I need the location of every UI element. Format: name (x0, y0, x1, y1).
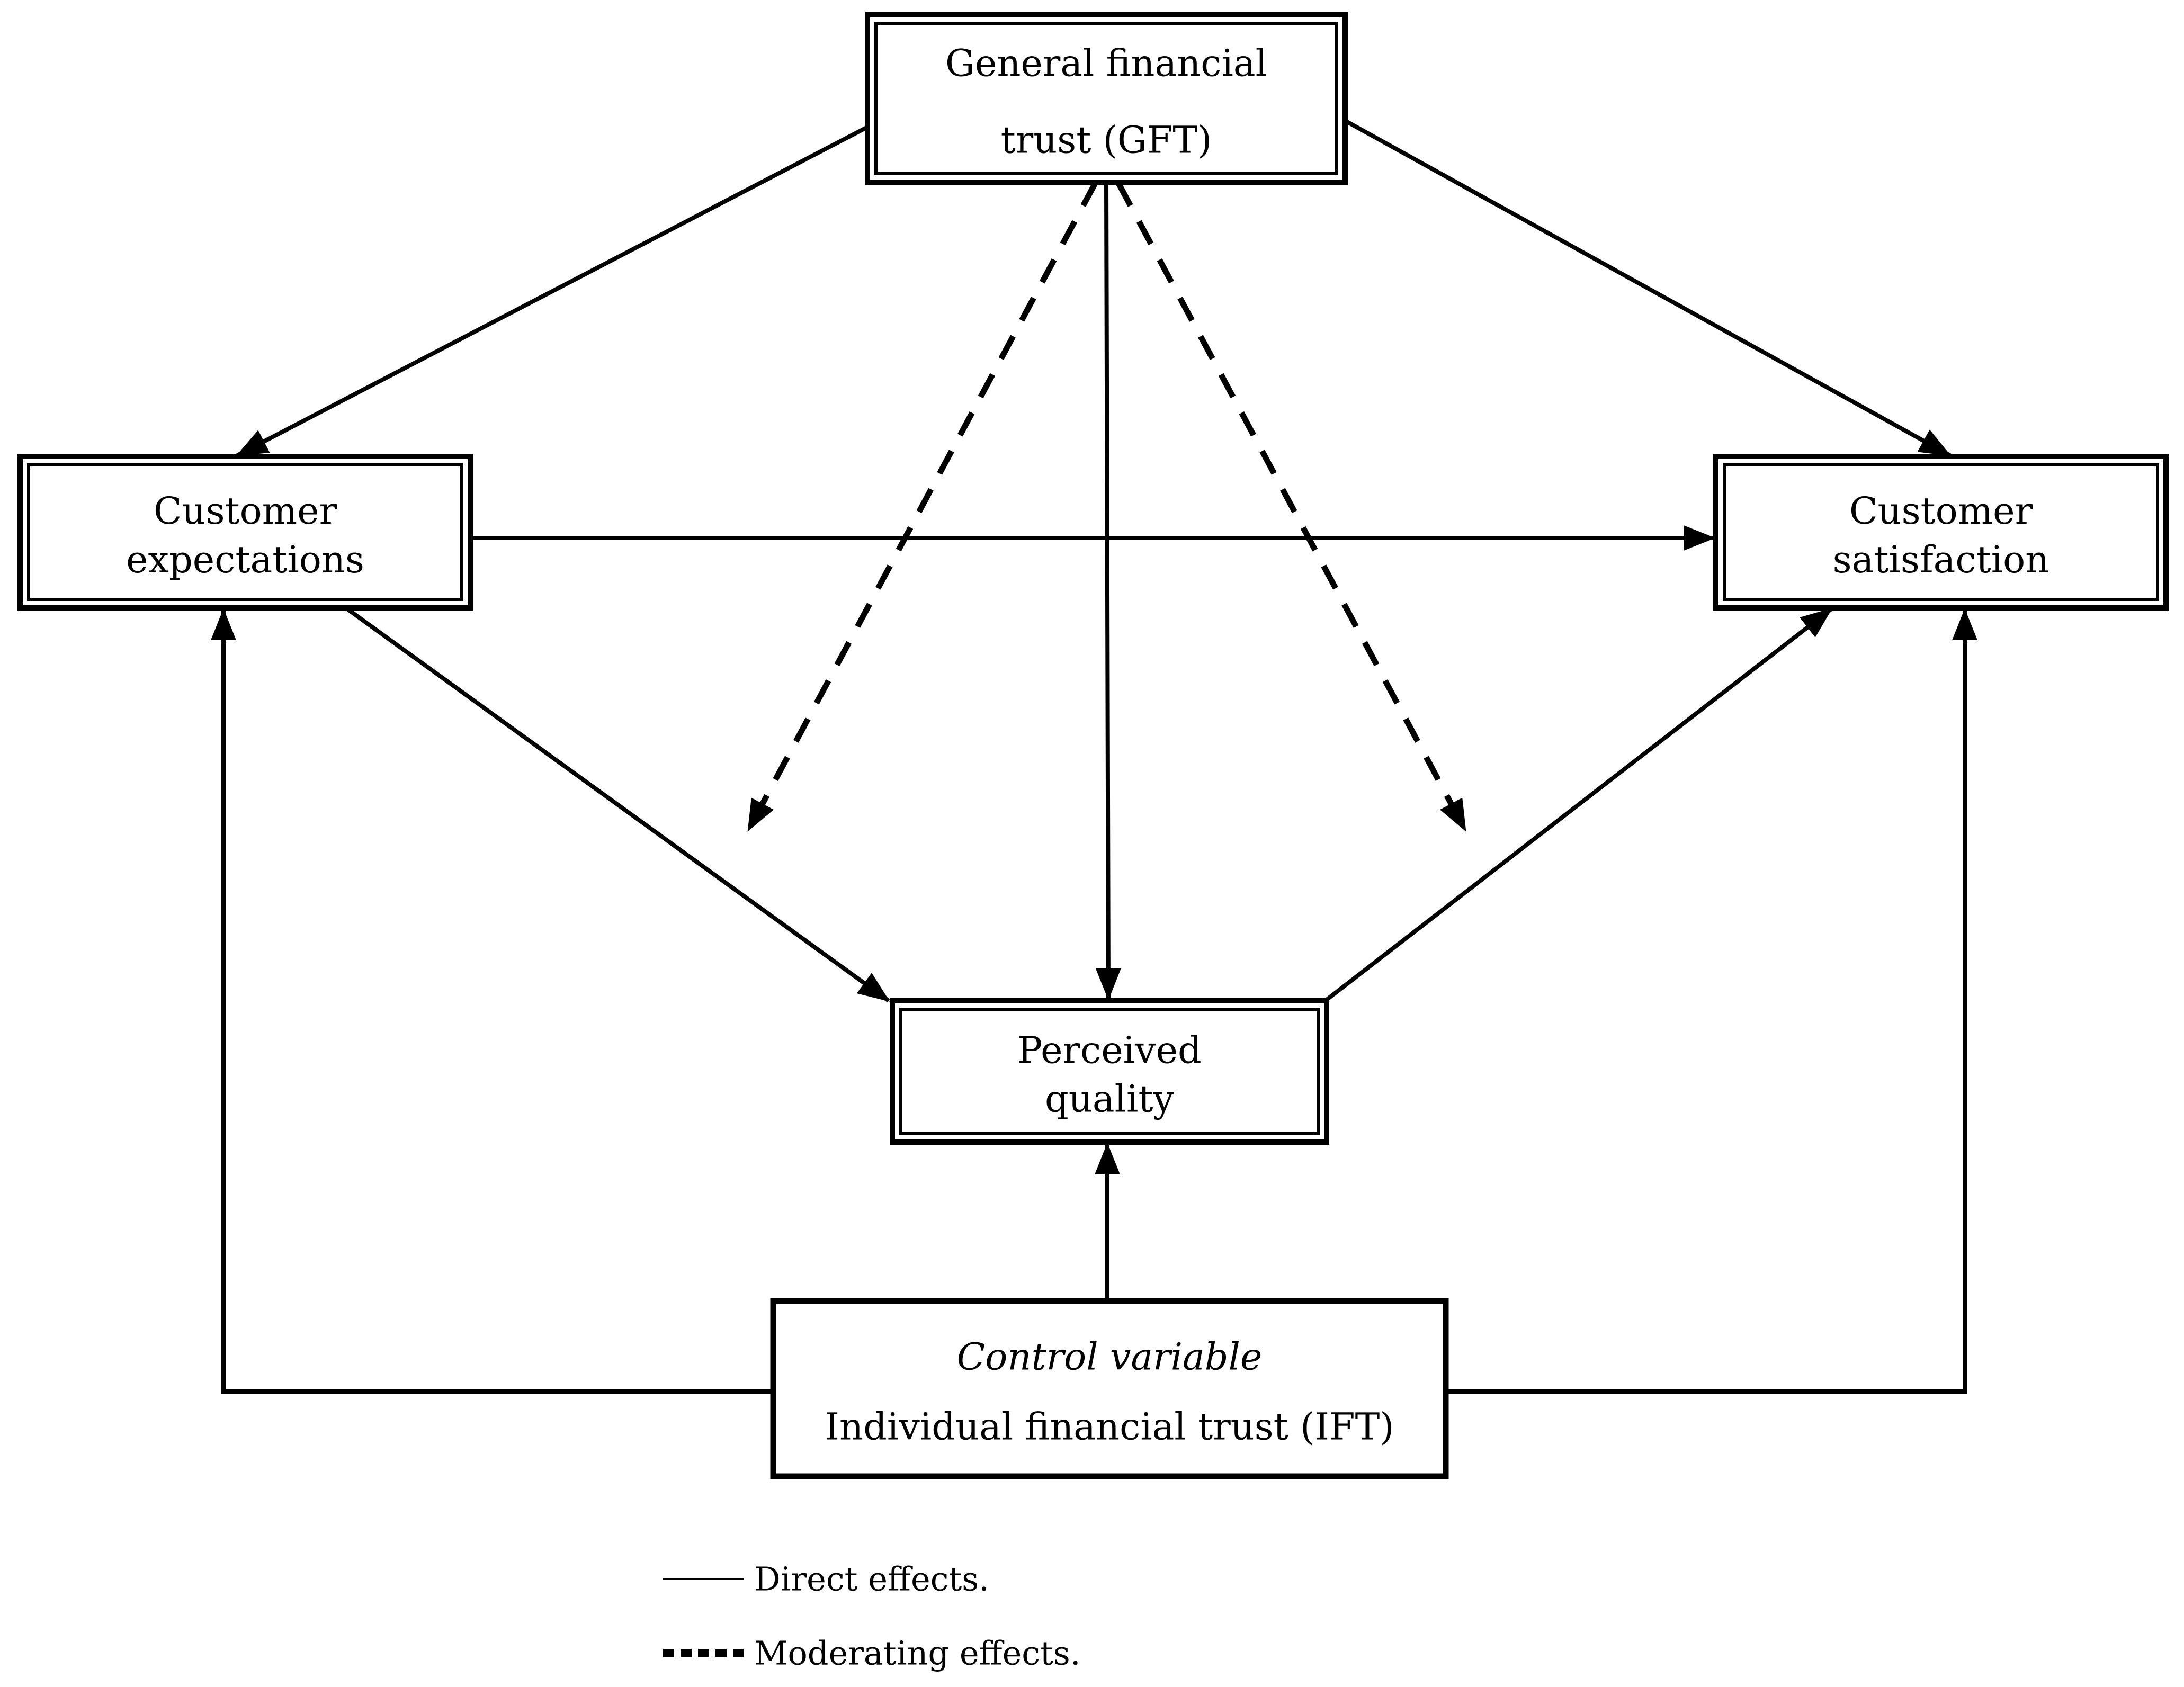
customer-satisfaction-label: Customer satisfaction (1833, 489, 2049, 581)
node-customer-satisfaction: Customer satisfaction (1713, 454, 2169, 611)
customer-expectations-label-line-2: expectations (126, 538, 364, 581)
individual-financial-trust-label-line-2: Individual financial trust (IFT) (825, 1405, 1394, 1449)
individual-financial-trust-label-line-1: Control variable (957, 1335, 1263, 1379)
edge-gft-to-satisfaction (1344, 119, 1952, 457)
node-perceived-quality: Perceived quality (890, 998, 1329, 1145)
legend-label-moderating: Moderating effects. (754, 1634, 1080, 1673)
customer-satisfaction-label-line-2: satisfaction (1833, 538, 2049, 581)
general-financial-trust-border-inner (874, 22, 1338, 175)
customer-satisfaction-border-inner (1723, 463, 2159, 601)
general-financial-trust-label-line-2: trust (GFT) (1001, 119, 1212, 162)
general-financial-trust-label-line-1: General financial (945, 42, 1267, 85)
legend-item-moderating: Moderating effects. (663, 1634, 1080, 1673)
customer-expectations-label: Customer expectations (126, 489, 364, 581)
customer-expectations-label-line-1: Customer (154, 489, 337, 533)
edge-gft-to-expectations (236, 125, 869, 457)
individual-financial-trust-border (770, 1298, 1449, 1479)
customer-satisfaction-label-line-1: Customer (1849, 489, 2033, 533)
edge-gft-moderates-expectations-quality (746, 182, 1098, 832)
legend-label-direct: Direct effects. (754, 1560, 989, 1599)
customer-expectations-border-inner (27, 463, 463, 601)
edge-expectations-to-quality (344, 606, 890, 1003)
perceived-quality-label-line-1: Perceived (1017, 1029, 1202, 1072)
perceived-quality-label-line-2: quality (1045, 1078, 1175, 1121)
edge-quality-to-satisfaction (1325, 607, 1833, 1002)
edge-ift-to-satisfaction (1446, 608, 1977, 1394)
legend-item-direct: Direct effects. (663, 1560, 989, 1599)
legend: Direct effects. Moderating effects. (663, 1560, 1080, 1673)
perceived-quality-label: Perceived quality (1017, 1029, 1202, 1121)
node-general-financial-trust: General financial trust (GFT) (865, 12, 1348, 185)
node-customer-expectations: Customer expectations (17, 454, 473, 611)
perceived-quality-border-inner (899, 1008, 1320, 1135)
general-financial-trust-label: General financial trust (GFT) (945, 42, 1267, 162)
edge-gft-moderates-quality-satisfaction (1116, 182, 1468, 832)
edge-ift-to-expectations (211, 608, 773, 1394)
edge-gft-to-quality (1095, 182, 1121, 1000)
